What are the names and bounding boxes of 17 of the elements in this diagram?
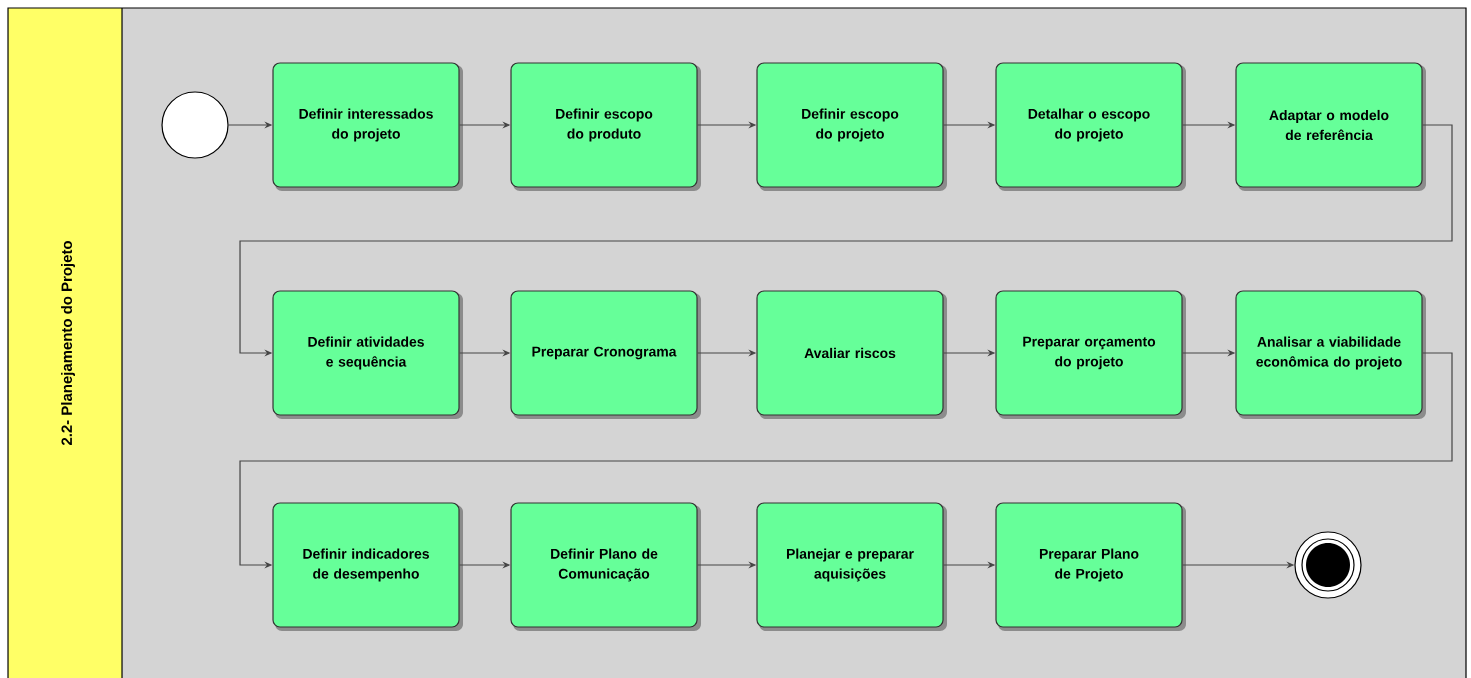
task-box: Planejar e preparar aquisições: [756, 502, 947, 631]
task-box: Preparar Cronograma: [510, 290, 701, 419]
task-box: Detalhar o escopo do projeto: [995, 62, 1186, 191]
end-event-circle: [1294, 531, 1362, 599]
task-box: Preparar Plano de Projeto: [995, 502, 1186, 631]
task-box: Analisar a viabilidade econômica do projeto: [1235, 290, 1426, 419]
task-box: Avaliar riscos: [756, 290, 947, 419]
task-box: Adaptar o modelo de referência: [1235, 62, 1426, 191]
task-box: Definir escopo do produto: [510, 62, 701, 191]
start-event-circle: [161, 91, 229, 159]
task-box: Definir Plano de Comunicação: [510, 502, 701, 631]
task-box: Definir atividades e sequência: [272, 290, 463, 419]
task-box: Definir indicadores de desempenho: [272, 502, 463, 631]
task-box: Definir escopo do projeto: [756, 62, 947, 191]
task-box: Definir interessados do projeto: [272, 62, 463, 191]
node-label: 2.2- Planejamento do Projeto: [61, 241, 75, 446]
task-box: Preparar orçamento do projeto: [995, 290, 1186, 419]
